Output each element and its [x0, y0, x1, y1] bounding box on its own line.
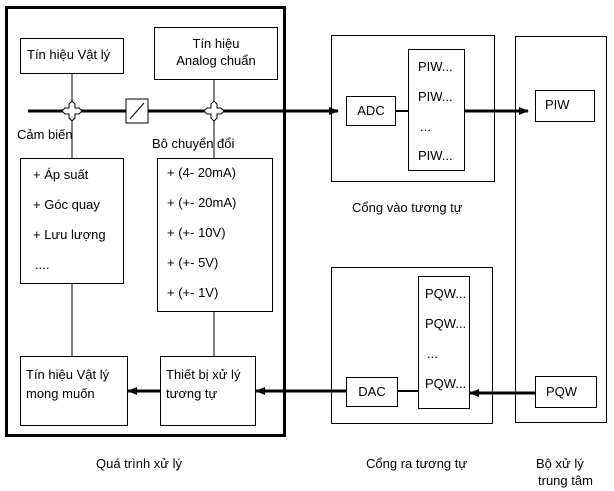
- adc-box: [346, 96, 396, 126]
- sensor-label: Cảm biến: [17, 127, 73, 142]
- sensor-item: + Góc quay: [33, 197, 100, 212]
- process-caption: Quá trình xử lý: [96, 456, 183, 471]
- piw-register: PIW...: [418, 148, 453, 163]
- cpu-caption-line2: trung tâm: [538, 473, 593, 488]
- piw-register: PIW...: [418, 89, 453, 104]
- piw-register: PIW...: [418, 59, 453, 74]
- cpu-module: [515, 36, 607, 423]
- pqw-register-box: [418, 276, 470, 409]
- analog-signal-label-line1: Tín hiệu: [192, 36, 240, 51]
- desired-signal-label-line1: Tín hiệu Vật lý: [26, 367, 110, 382]
- sensor-item: + Lưu lượng: [33, 227, 106, 242]
- cpu-pqw-label: PQW: [546, 384, 578, 399]
- analog-output-caption: Cổng ra tương tự: [366, 456, 468, 471]
- physical-signal-label: Tín hiệu Vật lý: [27, 47, 111, 62]
- converter-item: + (+- 20mA): [167, 195, 237, 210]
- processing-device-box: [160, 356, 256, 426]
- converter-junction-icon: [203, 100, 225, 122]
- converter-list-box: [157, 158, 273, 312]
- analog-signal-box: [154, 27, 278, 80]
- processing-device-label-line2: tương tự: [166, 386, 218, 401]
- converter-item: + (+- 1V): [167, 285, 219, 300]
- analog-input-module: [331, 35, 495, 182]
- analog-output-module: [331, 267, 493, 424]
- sensor-junction-icon: [61, 100, 83, 122]
- pqw-register: PQW...: [425, 316, 467, 331]
- piw-register: ...: [420, 119, 431, 134]
- processing-device-label-line1: Thiết bị xử lý: [166, 367, 241, 382]
- cpu-pqw-box: [535, 376, 597, 408]
- converter-item: + (4- 20mA): [167, 165, 236, 180]
- sensor-list-box: [20, 158, 124, 284]
- cpu-caption-line1: Bộ xử lý: [536, 456, 584, 471]
- dac-label: DAC: [358, 384, 386, 399]
- sensor-item: + Áp suất: [33, 167, 89, 182]
- switch-icon: [125, 98, 149, 124]
- cpu-piw-label: PIW: [545, 97, 570, 112]
- converter-item: + (+- 10V): [167, 225, 226, 240]
- process-frame: [5, 6, 286, 437]
- desired-signal-box: [20, 356, 128, 426]
- pqw-register: ...: [427, 346, 438, 361]
- sensor-item: ....: [35, 257, 50, 272]
- piw-register-box: [408, 49, 465, 171]
- pqw-register: PQW...: [425, 376, 467, 391]
- converter-item: + (+- 5V): [167, 255, 219, 270]
- physical-signal-box: [20, 38, 124, 74]
- dac-box: [346, 377, 398, 407]
- analog-input-caption: Cổng vào tương tự: [352, 200, 463, 215]
- cpu-piw-box: [535, 90, 595, 122]
- pqw-register: PQW...: [425, 286, 467, 301]
- desired-signal-label-line2: mong muốn: [26, 386, 95, 401]
- analog-signal-label-line2: Analog chuẩn: [176, 53, 256, 68]
- adc-label: ADC: [357, 103, 385, 118]
- converter-label: Bô chuyển đổi: [152, 136, 235, 151]
